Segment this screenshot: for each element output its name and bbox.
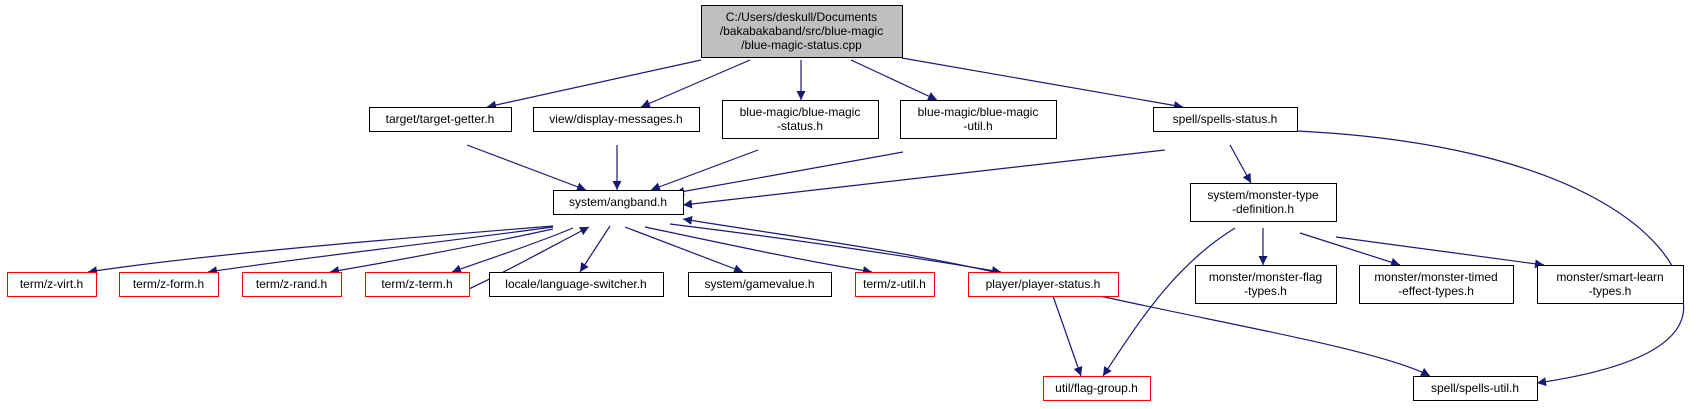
node-label: spell/spells-util.h [1431, 381, 1519, 395]
edge-angband-to-z_form [207, 226, 554, 276]
edge-spells_status-to-monster_type_def [1229, 144, 1252, 184]
node-box [688, 272, 832, 297]
node-box [855, 272, 935, 297]
node-label: /blue-magic-status.cpp [741, 38, 862, 52]
node-box [1195, 265, 1337, 304]
node-box [701, 5, 903, 58]
node-box [553, 190, 684, 215]
node-label: monster/smart-learn [1556, 270, 1663, 284]
node-label: monster/monster-timed [1374, 270, 1497, 284]
node-label: term/z-form.h [133, 277, 204, 291]
node-box [533, 107, 700, 132]
node-angband[interactable]: system/angband.h [553, 190, 684, 215]
edge-angband-to-z_virt [87, 225, 554, 276]
edge-angband-to-z_rand [329, 228, 554, 275]
node-root[interactable]: C:/Users/deskull/Documents/bakabakaband/… [701, 5, 903, 58]
edge-root-to-target_getter [486, 59, 702, 110]
edge-z_term-to-angband [455, 226, 590, 296]
edge-monster_type_def-to-monster_timed [1299, 232, 1401, 267]
node-z-form[interactable]: term/z-form.h [119, 272, 219, 297]
node-label: blue-magic/blue-magic [918, 105, 1039, 119]
node-box [242, 272, 342, 297]
edge-angband-to-gamevalue [624, 226, 744, 273]
node-box [1413, 376, 1538, 401]
node-box [900, 100, 1057, 139]
node-spells-status[interactable]: spell/spells-status.h [1153, 107, 1298, 132]
node-monster-flag[interactable]: monster/monster-flag-types.h [1195, 265, 1337, 304]
node-box [369, 107, 512, 132]
node-box [489, 272, 664, 297]
edge-root-to-display_messages [640, 59, 751, 108]
node-label: -types.h [1244, 284, 1287, 298]
edge-player_status-to-flag_group [1052, 295, 1083, 377]
node-box [1359, 265, 1514, 304]
edge-spells_status-to-spells_util [1296, 130, 1685, 387]
edge-monster_type_def-to-flag_group [1102, 227, 1236, 377]
node-spells-util[interactable]: spell/spells-util.h [1413, 376, 1538, 401]
node-bm-status[interactable]: blue-magic/blue-magic-status.h [722, 100, 879, 139]
node-box [1043, 376, 1151, 401]
node-label: blue-magic/blue-magic [740, 105, 861, 119]
node-label: /bakabakaband/src/blue-magic [720, 24, 883, 38]
edges-layer [87, 57, 1685, 387]
node-monster-timed[interactable]: monster/monster-timed-effect-types.h [1359, 265, 1514, 304]
node-z-rand[interactable]: term/z-rand.h [242, 272, 342, 297]
node-lang-switcher[interactable]: locale/language-switcher.h [489, 272, 664, 297]
nodes-layer: C:/Users/deskull/Documents/bakabakaband/… [7, 5, 1684, 401]
node-gamevalue[interactable]: system/gamevalue.h [688, 272, 832, 297]
edge-monster_type_def-to-smart_learn [1335, 236, 1545, 269]
node-player-status[interactable]: player/player-status.h [968, 272, 1119, 297]
node-flag-group[interactable]: util/flag-group.h [1043, 376, 1151, 401]
node-box [1153, 107, 1298, 132]
node-box [119, 272, 219, 297]
node-box [7, 272, 97, 297]
node-label: -effect-types.h [1398, 284, 1474, 298]
node-z-term[interactable]: term/z-term.h [365, 272, 470, 297]
node-label: term/z-virt.h [20, 277, 83, 291]
node-box [1537, 265, 1684, 304]
edge-bm_status-to-angband [650, 149, 759, 192]
node-label: term/z-util.h [863, 277, 926, 291]
edge-player_status-to-spells_util [1099, 295, 1431, 377]
node-label: -types.h [1589, 284, 1632, 298]
node-label: -status.h [777, 119, 823, 133]
node-label: system/gamevalue.h [704, 277, 814, 291]
node-monster-type-def[interactable]: system/monster-type-definition.h [1190, 183, 1337, 222]
node-bm-util[interactable]: blue-magic/blue-magic-util.h [900, 100, 1057, 139]
node-label: spell/spells-status.h [1173, 112, 1278, 126]
edge-angband-to-lang_switcher [579, 225, 611, 273]
node-label: -util.h [963, 119, 992, 133]
node-label: system/angband.h [569, 195, 667, 209]
node-label: player/player-status.h [986, 277, 1101, 291]
edge-target_getter-to-angband [466, 144, 587, 192]
edge-angband-to-z_util [644, 226, 873, 275]
node-label: C:/Users/deskull/Documents [726, 10, 877, 24]
node-label: term/z-term.h [381, 277, 452, 291]
edge-angband-to-player_status [669, 223, 1002, 275]
node-box [365, 272, 470, 297]
node-z-util[interactable]: term/z-util.h [855, 272, 935, 297]
edge-angband-to-z_term [451, 227, 574, 274]
node-label: -definition.h [1232, 202, 1294, 216]
node-box [968, 272, 1119, 297]
node-label: target/target-getter.h [386, 112, 495, 126]
node-label: view/display-messages.h [549, 112, 682, 126]
node-smart-learn[interactable]: monster/smart-learn-types.h [1537, 265, 1684, 304]
edge-player_status-to-angband [682, 216, 1008, 276]
node-label: term/z-rand.h [256, 277, 327, 291]
node-z-virt[interactable]: term/z-virt.h [7, 272, 97, 297]
node-label: locale/language-switcher.h [505, 277, 646, 291]
node-box [1190, 183, 1337, 222]
node-label: system/monster-type [1207, 188, 1319, 202]
node-target-getter[interactable]: target/target-getter.h [369, 107, 512, 132]
edge-root-to-bm_util [850, 59, 938, 101]
node-display-messages[interactable]: view/display-messages.h [533, 107, 700, 132]
node-label: monster/monster-flag [1209, 270, 1322, 284]
node-label: util/flag-group.h [1055, 381, 1138, 395]
node-box [722, 100, 879, 139]
edge-spells_status-to-angband [682, 149, 1166, 209]
edge-root-to-spells_status [901, 57, 1184, 110]
edge-bm_util-to-angband [674, 151, 904, 196]
